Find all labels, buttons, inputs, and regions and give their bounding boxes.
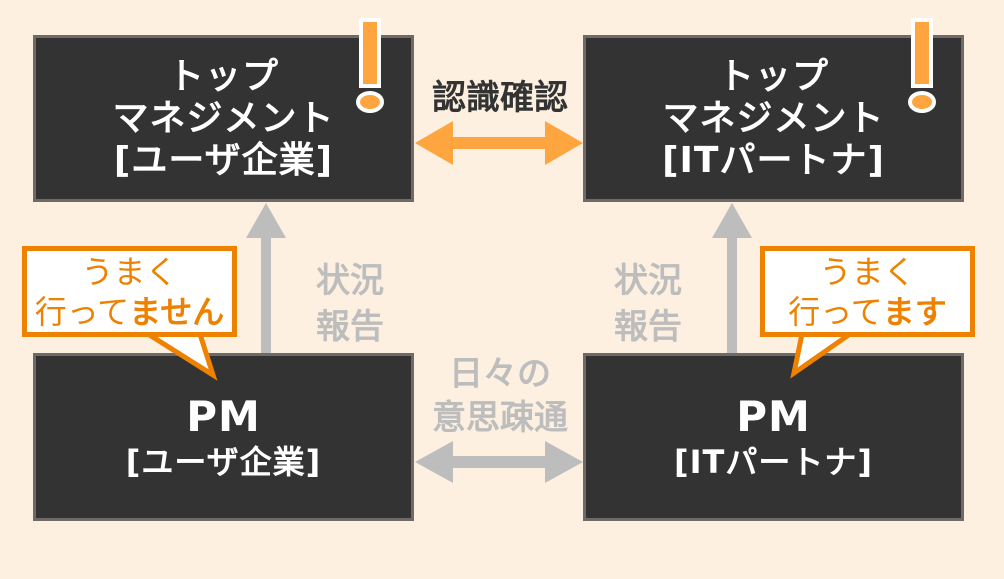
- status-report-arrow-right: [712, 203, 752, 353]
- status-report-arrow-left: [246, 203, 286, 353]
- bubble-text-plain: 行って: [788, 292, 883, 331]
- top-management-partner-box: トップ マネジメント [ITパートナ]: [583, 35, 964, 202]
- label-line: 意思疎通: [432, 398, 568, 438]
- daily-communication-label: 日々の 意思疎通: [418, 352, 582, 440]
- recognition-label: 認識確認: [432, 78, 568, 118]
- box-title: PM: [186, 392, 261, 441]
- label-line: 状況: [614, 261, 682, 301]
- communication-double-arrow: [415, 441, 583, 483]
- box-org: [ITパートナ]: [662, 139, 885, 181]
- status-report-label-left: 状況 報告: [300, 258, 400, 350]
- status-report-label-right: 状況 報告: [598, 258, 698, 350]
- label-line: 報告: [316, 307, 384, 347]
- speech-bubble-not-going-well: うまく 行ってません: [22, 246, 237, 337]
- exclamation-icon: [908, 18, 936, 113]
- box-title: マネジメント: [112, 97, 335, 139]
- bubble-text-emphasis: ません: [129, 292, 225, 331]
- bubble-tail-left: [139, 331, 218, 381]
- bubble-line: 行ってます: [788, 292, 946, 332]
- bubble-text-emphasis: ます: [882, 292, 947, 331]
- bubble-line: 行ってません: [35, 292, 224, 332]
- box-title: PM: [736, 392, 811, 441]
- bubble-line: うまく: [819, 252, 916, 291]
- label-line: 状況: [316, 261, 384, 301]
- box-title: マネジメント: [662, 97, 885, 139]
- pm-user-box: PM [ユーザ企業]: [33, 353, 414, 521]
- label-line: 日々の: [449, 354, 551, 394]
- bubble-line: うまく: [81, 252, 178, 291]
- box-title: トップ: [167, 55, 279, 97]
- label-line: 報告: [614, 307, 682, 347]
- recognition-double-arrow: [415, 121, 583, 165]
- top-management-user-box: トップ マネジメント [ユーザ企業]: [33, 35, 414, 202]
- box-org: [ユーザ企業]: [125, 443, 322, 481]
- bubble-tail-right: [790, 331, 858, 379]
- exclamation-icon: [356, 18, 384, 113]
- pm-partner-box: PM [ITパートナ]: [583, 353, 964, 521]
- box-org: [ユーザ企業]: [113, 139, 334, 181]
- speech-bubble-going-well: うまく 行ってます: [760, 246, 975, 337]
- bubble-text-plain: 行って: [34, 292, 130, 331]
- box-title: トップ: [717, 55, 829, 97]
- box-org: [ITパートナ]: [674, 443, 873, 481]
